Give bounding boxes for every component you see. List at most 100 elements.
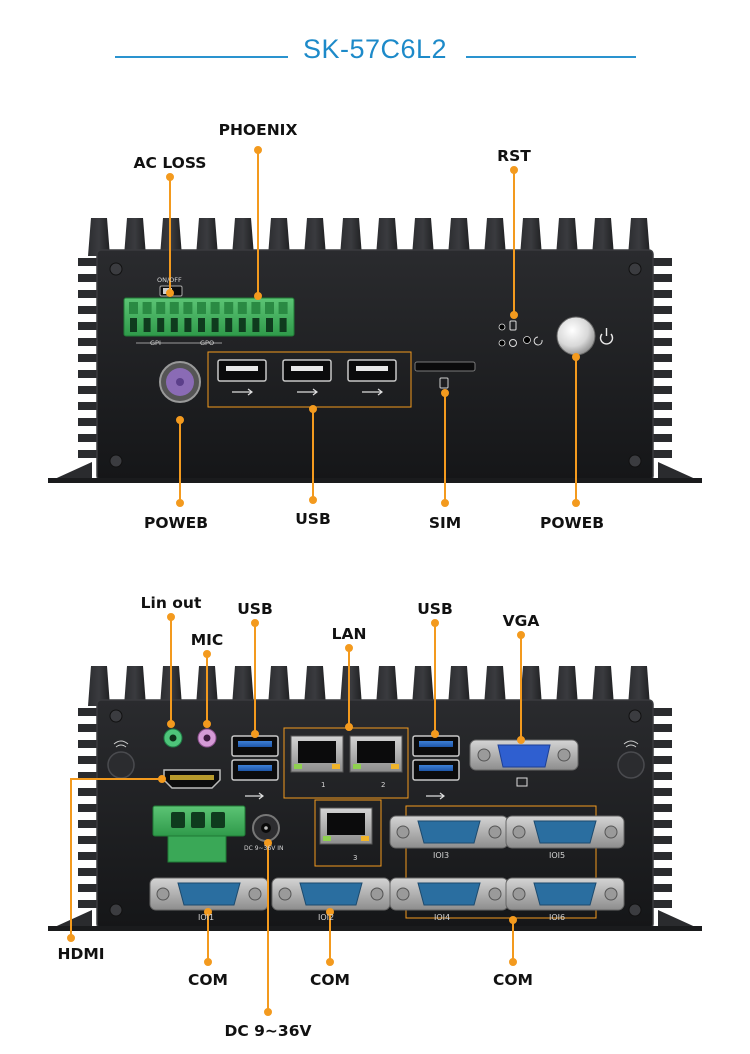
hdmi-port[interactable] <box>163 769 221 789</box>
com-shell <box>177 882 241 906</box>
callout-phoenix: PHOENIX <box>218 121 298 139</box>
dc-barrel-jack[interactable] <box>252 814 280 842</box>
com-screw <box>512 887 526 901</box>
silkscreen-ioi6: IOI6 <box>549 913 566 922</box>
com-shell <box>299 882 363 906</box>
callout-power-left: POWEB <box>143 514 209 532</box>
side-fin-left <box>78 836 100 844</box>
side-fin-right <box>650 386 672 394</box>
heatsink-fin <box>556 218 578 256</box>
side-fin-left <box>78 450 100 458</box>
heatsink-fin <box>268 218 290 256</box>
phoenix-screw <box>210 302 220 314</box>
silkscreen-lan2: 2 <box>381 781 386 789</box>
ps2-power-connector[interactable] <box>159 361 201 403</box>
callout-usb-rear-right: USB <box>417 600 453 618</box>
heatsink-fin <box>232 218 254 256</box>
com-shell <box>417 820 481 844</box>
vga-port[interactable] <box>469 739 579 771</box>
front-usb-ports[interactable] <box>217 359 397 396</box>
com-shell <box>533 820 597 844</box>
usb3-tongue <box>238 765 272 771</box>
side-fin-left <box>78 740 100 748</box>
phoenix-screw <box>169 302 179 314</box>
usb3-tongue <box>419 741 453 747</box>
lan-socket <box>327 813 365 835</box>
com-screw <box>396 825 410 839</box>
rear-screws <box>109 709 642 917</box>
line-out-jack[interactable] <box>163 728 183 748</box>
phoenix-screw <box>142 302 152 314</box>
phoenix-screw <box>278 302 288 314</box>
phoenix-screw <box>183 302 193 314</box>
side-fin-left <box>78 306 100 314</box>
lan-led-amber <box>391 764 399 769</box>
pointer-dot <box>441 499 449 507</box>
lan-led-green <box>294 764 302 769</box>
lan-led-green <box>353 764 361 769</box>
phoenix-socket <box>143 318 151 332</box>
power-button[interactable] <box>556 316 596 356</box>
heatsink-fin <box>628 218 650 256</box>
usb-tongue <box>356 366 388 371</box>
front-heatsink-fins <box>88 218 650 256</box>
phoenix-socket <box>170 318 178 332</box>
side-fin-right <box>650 418 672 426</box>
heatsink-fin <box>340 218 362 256</box>
heatsink-fin <box>520 666 542 706</box>
callout-hdmi: HDMI <box>57 945 105 963</box>
pointer-dot <box>345 644 353 652</box>
side-fin-right <box>650 740 672 748</box>
lan-ports[interactable] <box>290 735 403 845</box>
side-fin-left <box>78 402 100 410</box>
lan3-outline <box>314 799 382 867</box>
usb-icon <box>297 388 318 396</box>
sim-slot[interactable] <box>414 361 476 389</box>
phoenix-terminal-block[interactable] <box>123 297 295 337</box>
lan-socket <box>298 741 336 763</box>
side-fin-left <box>78 274 100 282</box>
lan-led-amber <box>361 836 369 841</box>
side-fin-left <box>78 756 100 764</box>
side-fin-right <box>650 306 672 314</box>
mic-jack[interactable] <box>197 728 217 748</box>
phoenix-socket <box>157 318 165 332</box>
vga-monitor-icon <box>516 777 528 787</box>
side-fin-right <box>650 772 672 780</box>
side-fin-left <box>78 788 100 796</box>
com-screw <box>156 887 170 901</box>
com-screw <box>248 887 262 901</box>
com-screw <box>512 825 526 839</box>
rear-heatsink-fins <box>88 666 650 706</box>
com-screw <box>604 887 618 901</box>
side-fin-right <box>650 836 672 844</box>
front-side-fins <box>78 258 672 458</box>
heatsink-fin <box>304 218 326 256</box>
heatsink-fin <box>88 218 110 256</box>
callout-lan: LAN <box>331 625 367 643</box>
side-fin-left <box>78 418 100 426</box>
dc-terminal-block[interactable] <box>152 805 246 863</box>
side-fin-left <box>78 772 100 780</box>
callout-com-1: COM <box>188 971 228 989</box>
side-fin-right <box>650 852 672 860</box>
com-screw <box>488 887 502 901</box>
pointer-dot <box>67 934 75 942</box>
callout-rst: RST <box>497 147 531 165</box>
side-fin-right <box>650 724 672 732</box>
rear-usb3-ports[interactable] <box>231 735 460 800</box>
pointer-dot <box>572 353 580 361</box>
silkscreen-dc: DC 9~36V IN <box>244 845 284 852</box>
reset-button[interactable] <box>523 336 543 346</box>
heatsink-fin <box>268 666 290 706</box>
side-fin-left <box>78 338 100 346</box>
side-fin-right <box>650 290 672 298</box>
com-group-outline <box>405 805 597 919</box>
phoenix-socket <box>198 318 205 332</box>
pointer-dot <box>166 289 174 297</box>
com-ports[interactable] <box>149 815 625 911</box>
pointer-dot <box>572 499 580 507</box>
pointer-dot <box>167 613 175 621</box>
